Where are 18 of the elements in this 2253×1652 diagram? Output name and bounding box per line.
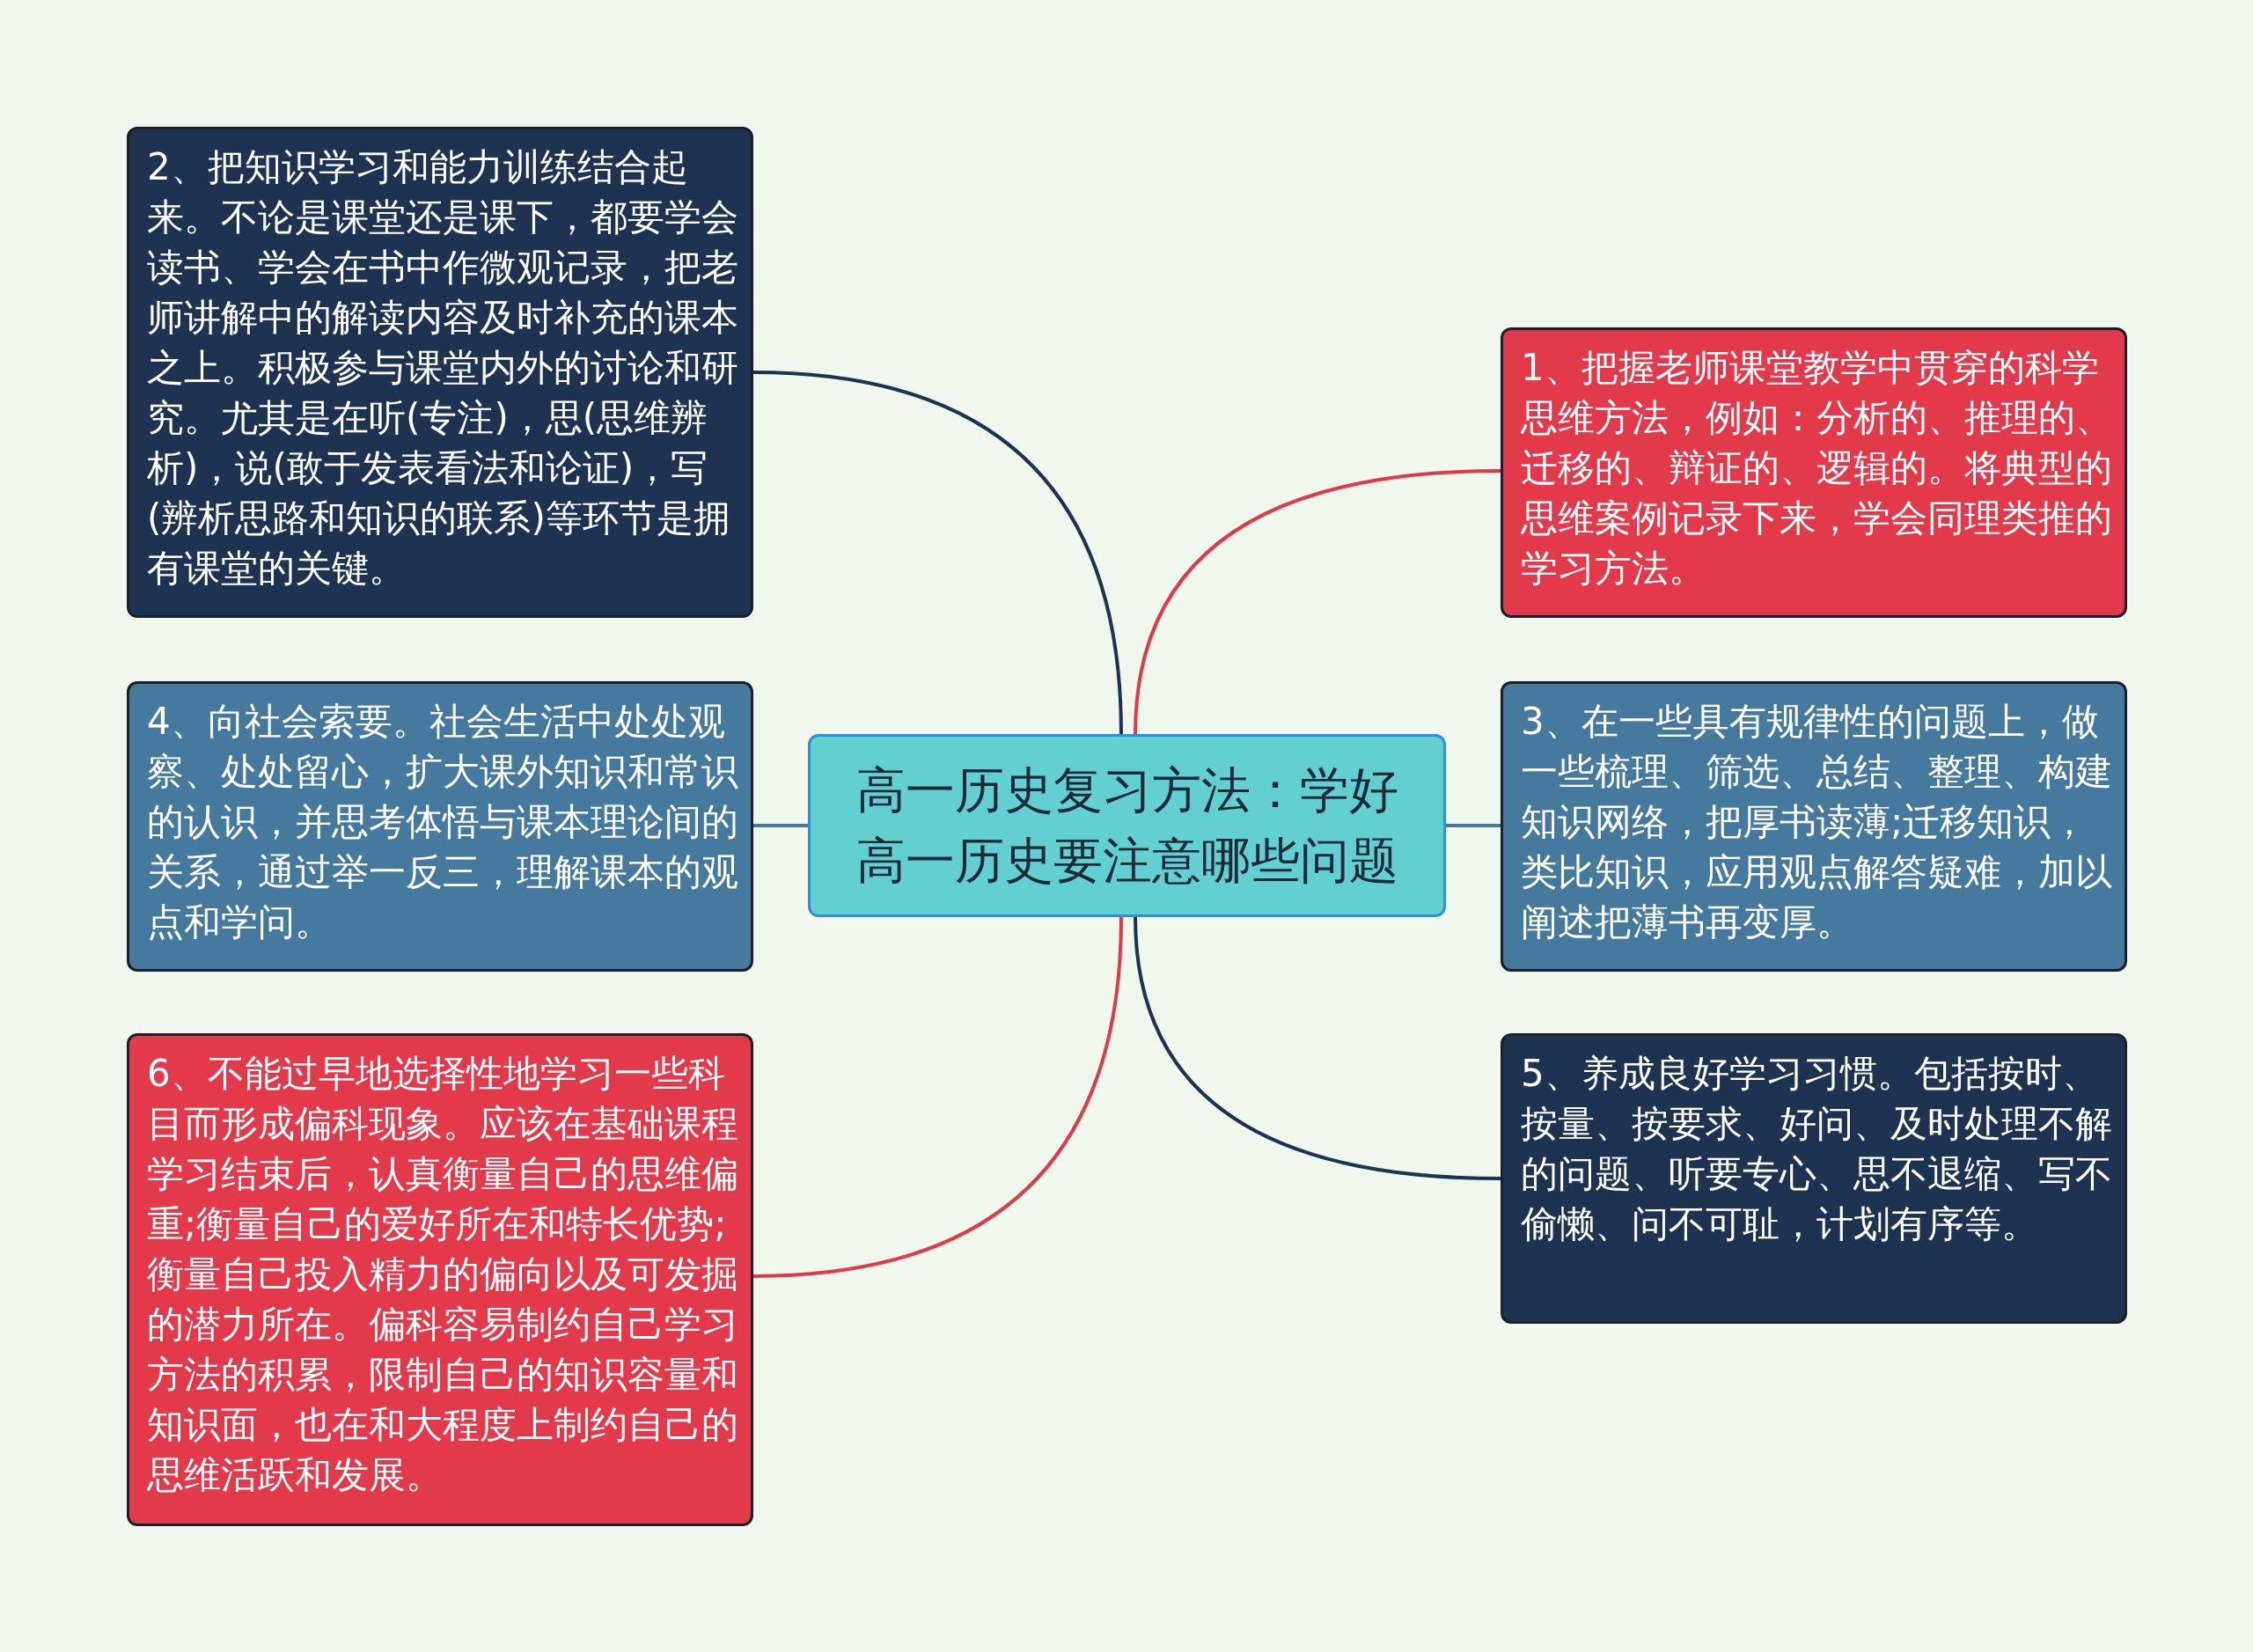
- topic-box: [1501, 1033, 2127, 1324]
- topic-text: 4、向社会索要。社会生活中处处观察、处处留心，扩大课外知识和常识的认识，并思考体悟与课本理论间的关系，通过举一反三，理解课本的观点和学问。: [147, 699, 739, 945]
- topic-text: 5、养成良好学习习惯。包括按时、按量、按要求、好问、及时处理不解的问题、听要专心、思不退缩、写不偷懒、问不可耻，计划有序等。: [1521, 1051, 2113, 1247]
- connector-line: [753, 824, 808, 827]
- topic-text: 3、在一些具有规律性的问题上，做一些梳理、筛选、总结、整理、构建知识网络，把厚书读薄;迁移知识，类比知识，应用观点解答疑难，加以阐述把薄书再变厚。: [1521, 699, 2113, 945]
- central-topic-text: 高一历史复习方法：学好高一历史要注意哪些问题: [855, 760, 1399, 891]
- topic-text: 2、把知识学习和能力训练结合起来。不论是课堂还是课下，都要学会读书、学会在书中作微观记录，把老师讲解中的解读内容及时补充的课本之上。积极参与课堂内外的讨论和研究。尤其是在听(专注)，思(思维辨析)，说(敢于发表看法和论证)，写(辨析思路和知识的联系)等环节是拥有课堂的关键。: [147, 144, 739, 591]
- connector-line: [752, 916, 1123, 1278]
- topic-text: 6、不能过早地选择性地学习一些科目而形成偏科现象。应该在基础课程学习结束后，认真衡量自己的思维偏重;衡量自己的爱好所在和特长优势;衡量自己投入精力的偏向以及可发掘的潜力所在。偏科容易制约自己学习方法的积累，限制自己的知识容量和知识面，也在和大程度上制约自己的思维活跃和发展。: [147, 1051, 739, 1498]
- topic-box: [127, 681, 753, 972]
- topic-text: 1、把握老师课堂教学中贯穿的科学思维方法，例如：分析的、推理的、迁移的、辩证的、逻辑的。将典型的思维案例记录下来，学会同理类推的学习方法。: [1521, 345, 2113, 591]
- central-topic-box: [808, 734, 1446, 917]
- connector-line: [1134, 916, 1501, 1180]
- topic-box: [1501, 327, 2127, 618]
- connector-line: [1446, 824, 1501, 827]
- topic-box: [1501, 681, 2127, 972]
- connector-line: [752, 371, 1123, 735]
- connector-line: [1134, 469, 1501, 735]
